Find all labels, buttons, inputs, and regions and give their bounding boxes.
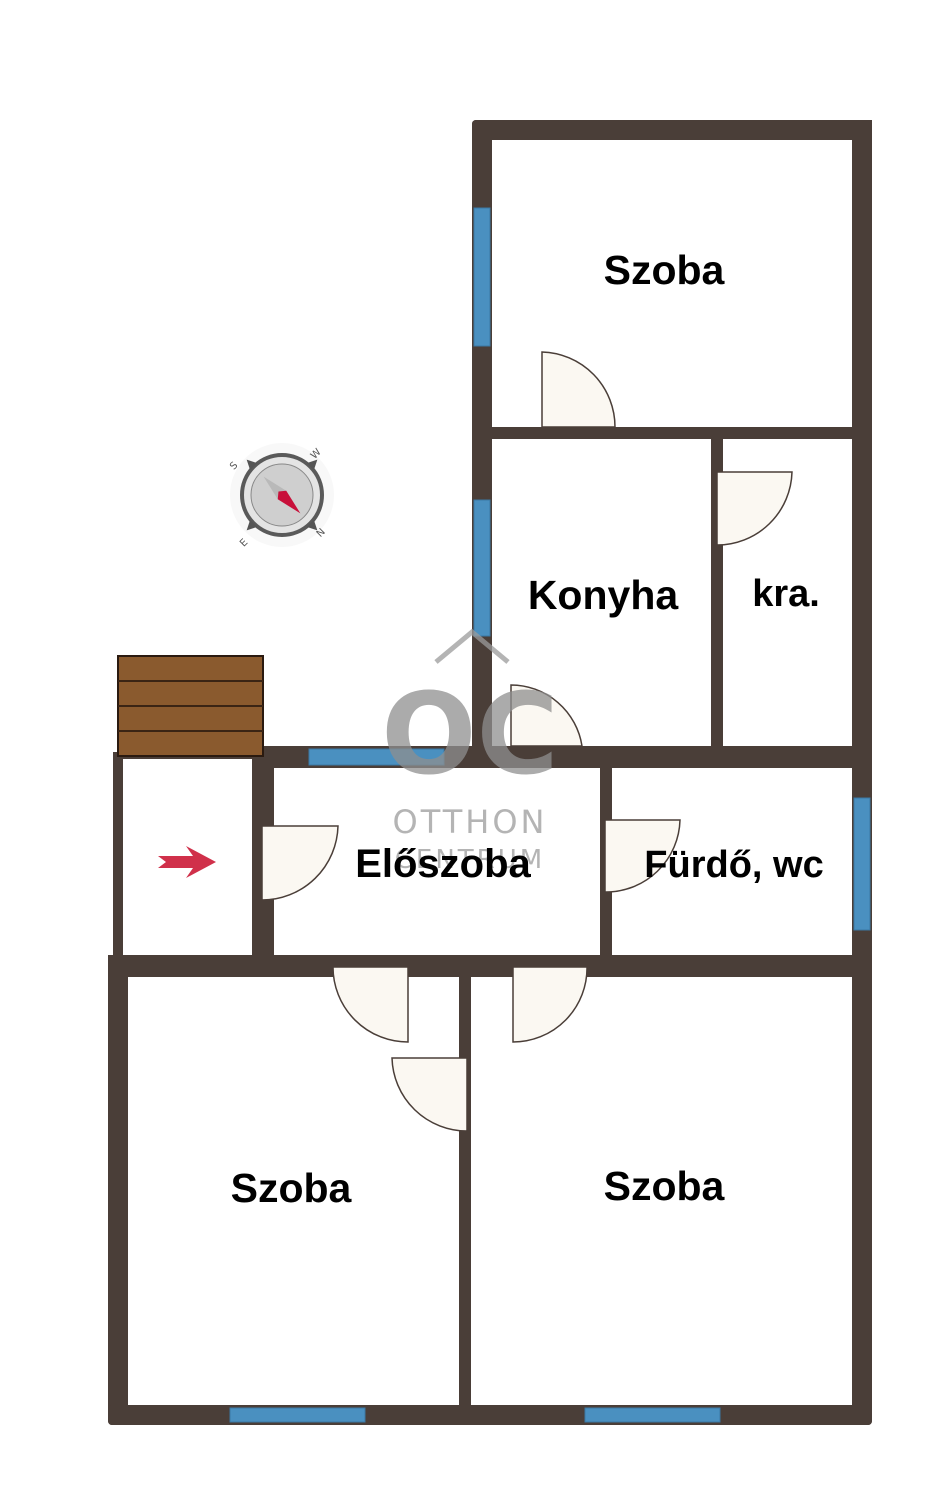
wall-right-top	[852, 120, 872, 770]
window	[853, 797, 871, 931]
door-swing	[391, 1057, 468, 1132]
door-swing	[512, 966, 588, 1043]
wall-bottom-right	[852, 955, 872, 1425]
room-labels: Szoba Konyha kra. Előszoba Fürdő, wc Szo…	[231, 247, 824, 1211]
room-label-szoba-bottom-left: Szoba	[231, 1165, 353, 1211]
watermark-mark: OC	[381, 670, 558, 800]
door-swing	[261, 825, 339, 901]
doors	[261, 351, 793, 1132]
window	[473, 207, 491, 347]
watermark-line1: OTTHON	[393, 803, 548, 841]
wall-v-bottom-middle	[459, 955, 471, 1415]
room-label-furdo: Fürdő, wc	[644, 844, 823, 886]
wall-bottom-left	[108, 955, 128, 1425]
room-label-kamra: kra.	[752, 573, 820, 615]
room-label-szoba-bottom-right: Szoba	[604, 1163, 726, 1209]
wall-bottom	[108, 1405, 872, 1425]
wall-top	[472, 120, 872, 140]
door-swing	[541, 351, 616, 428]
room-label-eloszoba: Előszoba	[355, 842, 531, 886]
wall-h-955	[108, 955, 872, 977]
wall-porch-left	[113, 752, 123, 962]
room-label-szoba-top: Szoba	[604, 247, 726, 293]
windows	[229, 207, 871, 1423]
stairs	[117, 655, 264, 757]
door-swing	[604, 819, 681, 893]
door-swing	[716, 471, 793, 546]
compass-n-label: N	[315, 527, 328, 540]
compass-icon: N S E W	[228, 443, 334, 549]
door-swing	[510, 684, 583, 747]
window	[229, 1407, 366, 1423]
wall-h-427	[472, 427, 872, 439]
watermark: OC OTTHON CENTRUM	[381, 628, 559, 875]
door-swing	[332, 966, 409, 1043]
window	[584, 1407, 721, 1423]
entry-arrow-icon	[158, 846, 216, 878]
room-label-konyha: Konyha	[528, 572, 680, 618]
compass-e-label: E	[238, 537, 250, 549]
window	[473, 499, 491, 637]
watermark-line2: CENTRUM	[395, 845, 545, 875]
window	[308, 748, 445, 766]
watermark-roof-icon	[434, 628, 510, 664]
